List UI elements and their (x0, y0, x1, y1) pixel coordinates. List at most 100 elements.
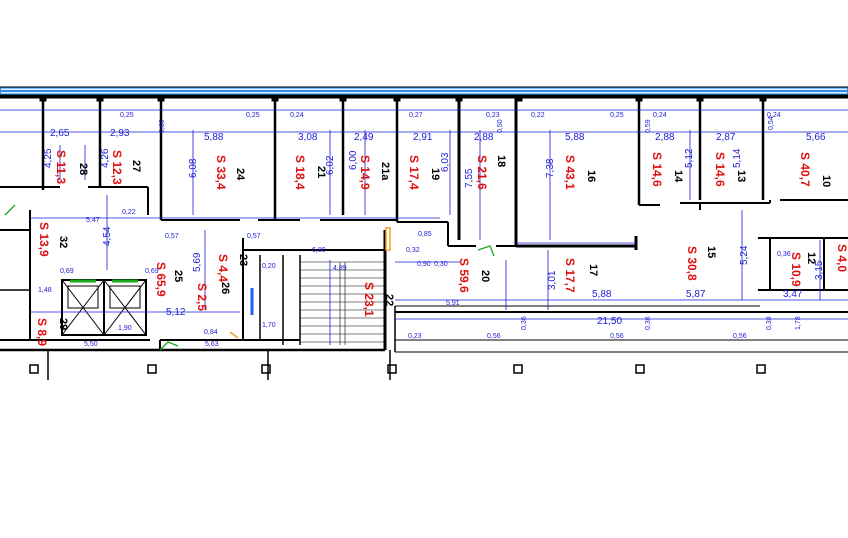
dim-label: 4,54 (102, 226, 113, 246)
dims-window: 0,25 0,25 0,24 0,27 0,23 0,22 0,25 0,24 … (120, 112, 781, 119)
room-number: 21a (379, 162, 391, 181)
room-number: 23 (237, 254, 249, 266)
room-number: 32 (57, 236, 69, 248)
dim-label: 0,22 (531, 112, 545, 119)
dim-label: 2,65 (50, 128, 70, 139)
room-area: S 14,6 (713, 152, 727, 187)
dim-label: 0,20 (262, 263, 276, 270)
dim-label: 0,24 (653, 112, 667, 119)
walls (0, 94, 848, 353)
dim-label: 0,60 (159, 119, 166, 133)
dim-label: 0,25 (610, 112, 624, 119)
room-area: S 2,5 (195, 283, 209, 311)
dim-label: 21,50 (597, 316, 622, 327)
dim-label: 2,93 (110, 128, 130, 139)
room-number: 26 (219, 282, 231, 294)
dim-label: 0,36 (521, 316, 528, 330)
room-area: S 59,6 (457, 258, 471, 293)
room-area: S 10,9 (789, 252, 803, 287)
dim-label: 0,50 (497, 119, 504, 133)
dim-label: 5,66 (806, 132, 826, 143)
room-area: S 11,3 (54, 150, 68, 184)
dim-label: 0,84 (204, 329, 218, 336)
dim-label: 5,69 (192, 252, 203, 272)
room-area: S 14,6 (650, 152, 664, 187)
facade-windows (0, 86, 848, 96)
dim-label: 0,24 (767, 112, 781, 119)
dim-label: 2,88 (655, 132, 675, 143)
dim-label: 0,23 (408, 333, 422, 340)
room-number: 18 (495, 155, 507, 167)
room-labels: 28 S 11,3 27 S 12,3 24 S 33,4 21 S 18,4 … (35, 150, 848, 346)
room-area: S 23,1 (362, 282, 376, 317)
columns (29, 350, 766, 380)
dim-label: 7,55 (464, 168, 475, 188)
dims-lower: 5,47 6,80 4,89 5,12 5,91 5,88 5,87 3,47 … (38, 217, 803, 348)
room-number: 28 (77, 163, 89, 175)
door-swings (4, 204, 495, 351)
dim-label: 5,88 (204, 132, 224, 143)
dim-label: 0,90 (417, 261, 431, 268)
dim-label: 0,57 (165, 233, 179, 240)
room-number: 20 (479, 270, 491, 282)
dim-label: 2,91 (413, 132, 433, 143)
room-number: 25 (172, 270, 184, 282)
dim-label: 0,56 (733, 333, 747, 340)
dim-label: 0,23 (486, 112, 500, 119)
room-area: S 33,4 (214, 155, 228, 190)
dim-label: 1,48 (38, 287, 52, 294)
room-area: S 17,4 (407, 155, 421, 190)
room-area: S 43,1 (563, 155, 577, 190)
dim-label: 2,88 (474, 132, 494, 143)
dim-label: 0,54 (768, 116, 775, 130)
staircase (300, 261, 385, 345)
dim-label: 0,56 (487, 333, 501, 340)
dimension-lines (0, 109, 848, 345)
room-number: 14 (672, 170, 684, 183)
room-area: S 65,9 (154, 262, 168, 297)
dim-label: 7,38 (545, 158, 556, 178)
room-number: 13 (735, 170, 747, 182)
dim-label: 2,49 (354, 132, 374, 143)
dims-vertical: 4,25 4,26 6,08 6,02 6,00 6,03 7,55 7,38 … (43, 148, 825, 290)
dim-label: 0,36 (645, 316, 652, 330)
dims-top: 2,65 2,93 5,88 3,08 2,49 2,91 2,88 5,88 … (50, 128, 826, 143)
room-area: S 8,9 (35, 318, 49, 346)
room-area: S 12,3 (110, 150, 124, 185)
dim-label: 4,25 (43, 148, 54, 168)
dim-label: 0,38 (766, 316, 773, 330)
dim-label: 6,08 (188, 158, 199, 178)
room-number: 12 (805, 252, 817, 264)
dim-label: 5,50 (84, 341, 98, 348)
dim-label: 5,12 (166, 307, 186, 318)
dim-label: 2,87 (716, 132, 736, 143)
door-accents (229, 227, 391, 339)
dim-label: 0,69 (60, 268, 74, 275)
dim-label: 0,36 (777, 251, 791, 258)
room-number: 27 (130, 160, 142, 172)
dims-inner: 0,57 0,57 0,22 0,85 0,32 0,30 0,69 0,69 … (60, 116, 791, 275)
dim-label: 5,91 (446, 300, 460, 307)
dim-label: 5,24 (739, 245, 750, 265)
room-number: 10 (820, 175, 832, 187)
room-area: S 21,6 (475, 155, 489, 190)
dim-label: 5,14 (732, 148, 743, 168)
dim-label: 0,25 (120, 112, 134, 119)
room-area: S 40,7 (798, 152, 812, 187)
room-area: S 18,4 (293, 155, 307, 190)
dim-label: 3,47 (783, 289, 803, 300)
dim-label: 1,70 (262, 322, 276, 329)
dim-label: 1,90 (118, 325, 132, 332)
dim-label: 0,69 (145, 268, 159, 275)
room-area: S 14,9 (358, 155, 372, 190)
dim-label: 5,12 (684, 148, 695, 168)
room-number: 17 (587, 264, 599, 276)
dim-label: 6,80 (312, 247, 326, 254)
room-area: S 4,0 (835, 244, 848, 272)
dim-label: 3,08 (298, 132, 318, 143)
dim-label: 4,89 (333, 265, 347, 272)
room-number: 22 (383, 294, 395, 306)
dim-label: 0,59 (645, 119, 652, 133)
dim-label: 1,78 (795, 316, 802, 330)
